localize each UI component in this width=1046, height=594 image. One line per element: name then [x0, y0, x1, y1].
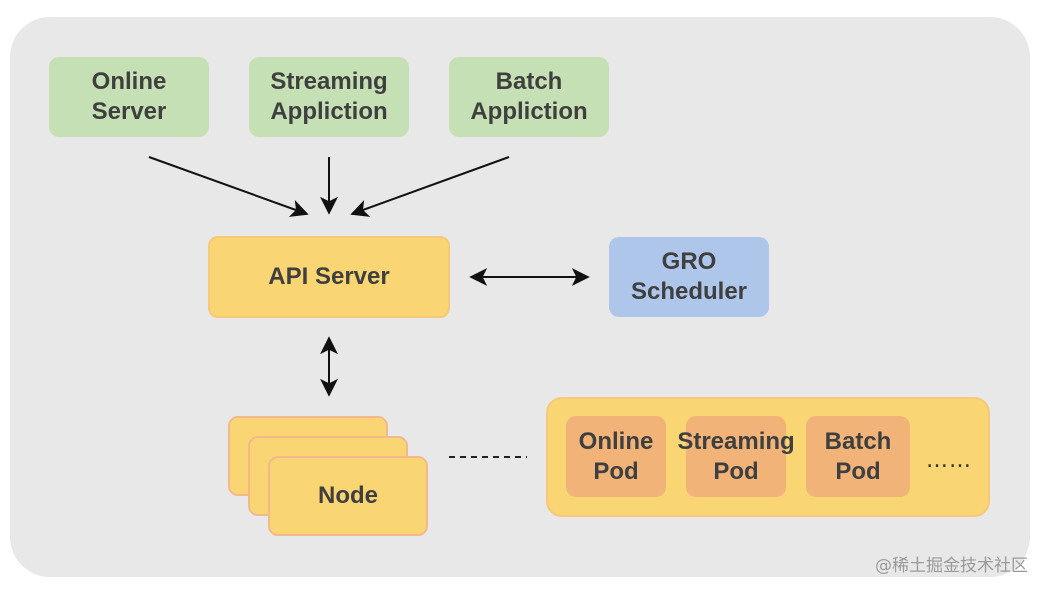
streaming-application-box: Streaming Appliction	[249, 57, 409, 137]
arrow-batch-to-api	[350, 156, 510, 217]
batch-application-box: Batch Appliction	[449, 57, 609, 137]
streaming-pod-box: Streaming Pod	[677, 416, 795, 497]
online-pod-box: Online Pod	[566, 416, 666, 497]
online-server-box: Online Server	[49, 57, 209, 137]
more-pods-ellipsis: ……	[926, 448, 972, 473]
batch-pod-box: Batch Pod	[806, 416, 910, 497]
node-card-front: Node	[268, 456, 428, 536]
gro-scheduler-box: GRO Scheduler	[609, 237, 769, 317]
watermark: @稀土掘金技术社区	[875, 556, 1028, 576]
api-server-box: API Server	[208, 236, 450, 318]
arrow-online-to-api	[148, 156, 309, 217]
